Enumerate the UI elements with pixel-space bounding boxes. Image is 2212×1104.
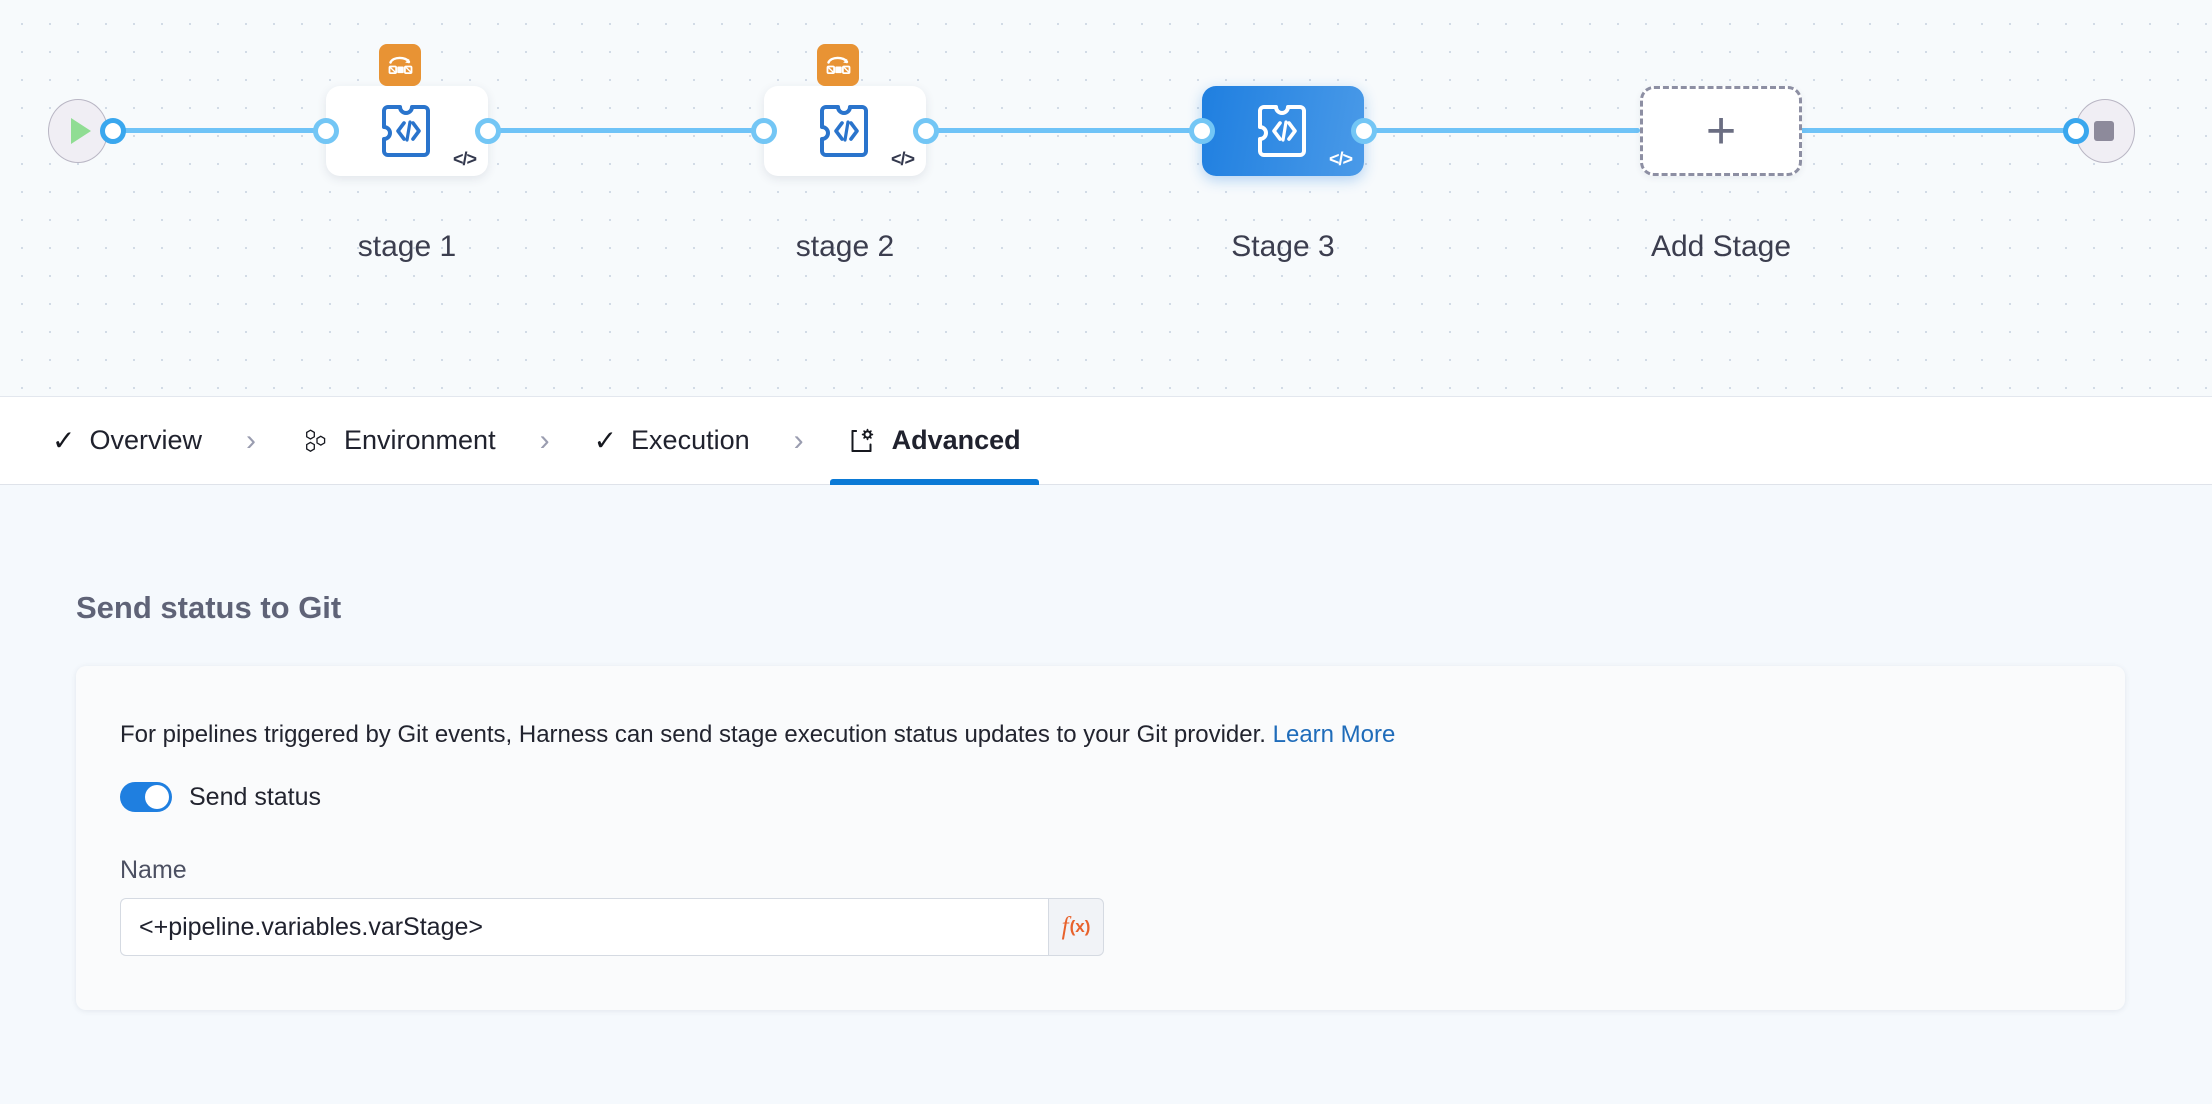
pipeline-end[interactable] <box>2075 99 2135 163</box>
fx-subscript: (x) <box>1069 917 1091 936</box>
card-description: For pipelines triggered by Git events, H… <box>120 721 1395 749</box>
stage-type-badge: </> <box>452 149 477 169</box>
play-icon <box>70 118 91 144</box>
advanced-panel: Send status to Git For pipelines trigger… <box>0 485 2212 1104</box>
start-port[interactable] <box>100 118 126 144</box>
learn-more-link[interactable]: Learn More <box>1272 721 1396 748</box>
tab-environment-label: Environment <box>344 425 496 455</box>
connector-addstage-to-end <box>1760 128 2090 133</box>
description-text: For pipelines triggered by Git events, H… <box>120 721 1266 748</box>
connector-stage3-to-addstage <box>1320 128 1640 133</box>
add-stage-button[interactable]: + <box>1640 86 1802 176</box>
stage-node-2[interactable]: </> <box>764 86 926 176</box>
send-status-label: Send status <box>189 782 322 811</box>
hexagon-cluster-icon <box>300 426 330 456</box>
tab-separator-icon: › <box>793 423 804 457</box>
tab-execution-label: Execution <box>631 425 750 455</box>
page-gear-icon <box>848 426 878 456</box>
stage-3-input-port[interactable] <box>1189 118 1215 144</box>
name-field-control: f(x) <box>120 898 1104 956</box>
tab-separator-icon: › <box>246 423 256 457</box>
check-icon: ✓ <box>593 424 618 456</box>
stage-label-1: stage 1 <box>357 230 457 263</box>
fx-letter: f <box>1061 913 1069 940</box>
connector-stage1-to-stage2 <box>440 128 760 133</box>
stage-type-badge: </> <box>1328 149 1353 169</box>
connector-stage2-to-stage3 <box>880 128 1200 133</box>
custom-stage-icon <box>382 105 430 157</box>
stage-3-output-port[interactable] <box>1351 118 1377 144</box>
stage-1-output-port[interactable] <box>475 118 501 144</box>
stage-label-2: stage 2 <box>795 230 895 263</box>
custom-stage-icon <box>820 105 868 157</box>
pipeline-start[interactable] <box>48 99 108 163</box>
tab-advanced-label: Advanced <box>891 425 1021 455</box>
stage-node-1[interactable]: </> <box>326 86 488 176</box>
connector-start-to-stage1 <box>80 128 320 133</box>
pipeline-canvas[interactable]: </> stage 1 </> stage 2 <box>0 0 2212 396</box>
end-port[interactable] <box>2063 118 2089 144</box>
send-status-toggle[interactable] <box>120 782 172 812</box>
stop-icon <box>2093 121 2114 141</box>
send-status-toggle-row: Send status <box>120 782 321 812</box>
toggle-knob <box>145 785 169 809</box>
tab-separator-icon: › <box>539 423 550 457</box>
name-input[interactable] <box>120 898 1048 956</box>
check-icon: ✓ <box>52 424 76 456</box>
send-status-card: For pipelines triggered by Git events, H… <box>76 666 2125 1010</box>
stage-config-tabs: ✓ Overview › Environment › ✓ Execution ›… <box>0 396 2212 485</box>
name-field-label: Name <box>120 856 187 884</box>
matrix-strategy-icon[interactable] <box>817 44 859 86</box>
custom-stage-icon <box>1258 105 1306 157</box>
tab-overview[interactable]: ✓ Overview <box>34 397 220 485</box>
tab-overview-label: Overview <box>89 425 202 455</box>
stage-node-3[interactable]: </> <box>1202 86 1364 176</box>
tab-execution[interactable]: ✓ Execution <box>576 397 768 485</box>
stage-2-input-port[interactable] <box>751 118 777 144</box>
page-title: Send status to Git <box>76 590 342 625</box>
stage-1-input-port[interactable] <box>313 118 339 144</box>
plus-icon: + <box>1705 101 1737 160</box>
stage-type-badge: </> <box>890 149 915 169</box>
stage-label-3: Stage 3 <box>1231 230 1335 263</box>
tab-advanced[interactable]: Advanced <box>829 397 1039 485</box>
stage-2-output-port[interactable] <box>913 118 939 144</box>
matrix-strategy-icon[interactable] <box>379 44 421 86</box>
tab-environment[interactable]: Environment <box>282 397 514 485</box>
expression-toggle-button[interactable]: f(x) <box>1048 898 1104 956</box>
add-stage-label: Add Stage <box>1650 230 1792 263</box>
